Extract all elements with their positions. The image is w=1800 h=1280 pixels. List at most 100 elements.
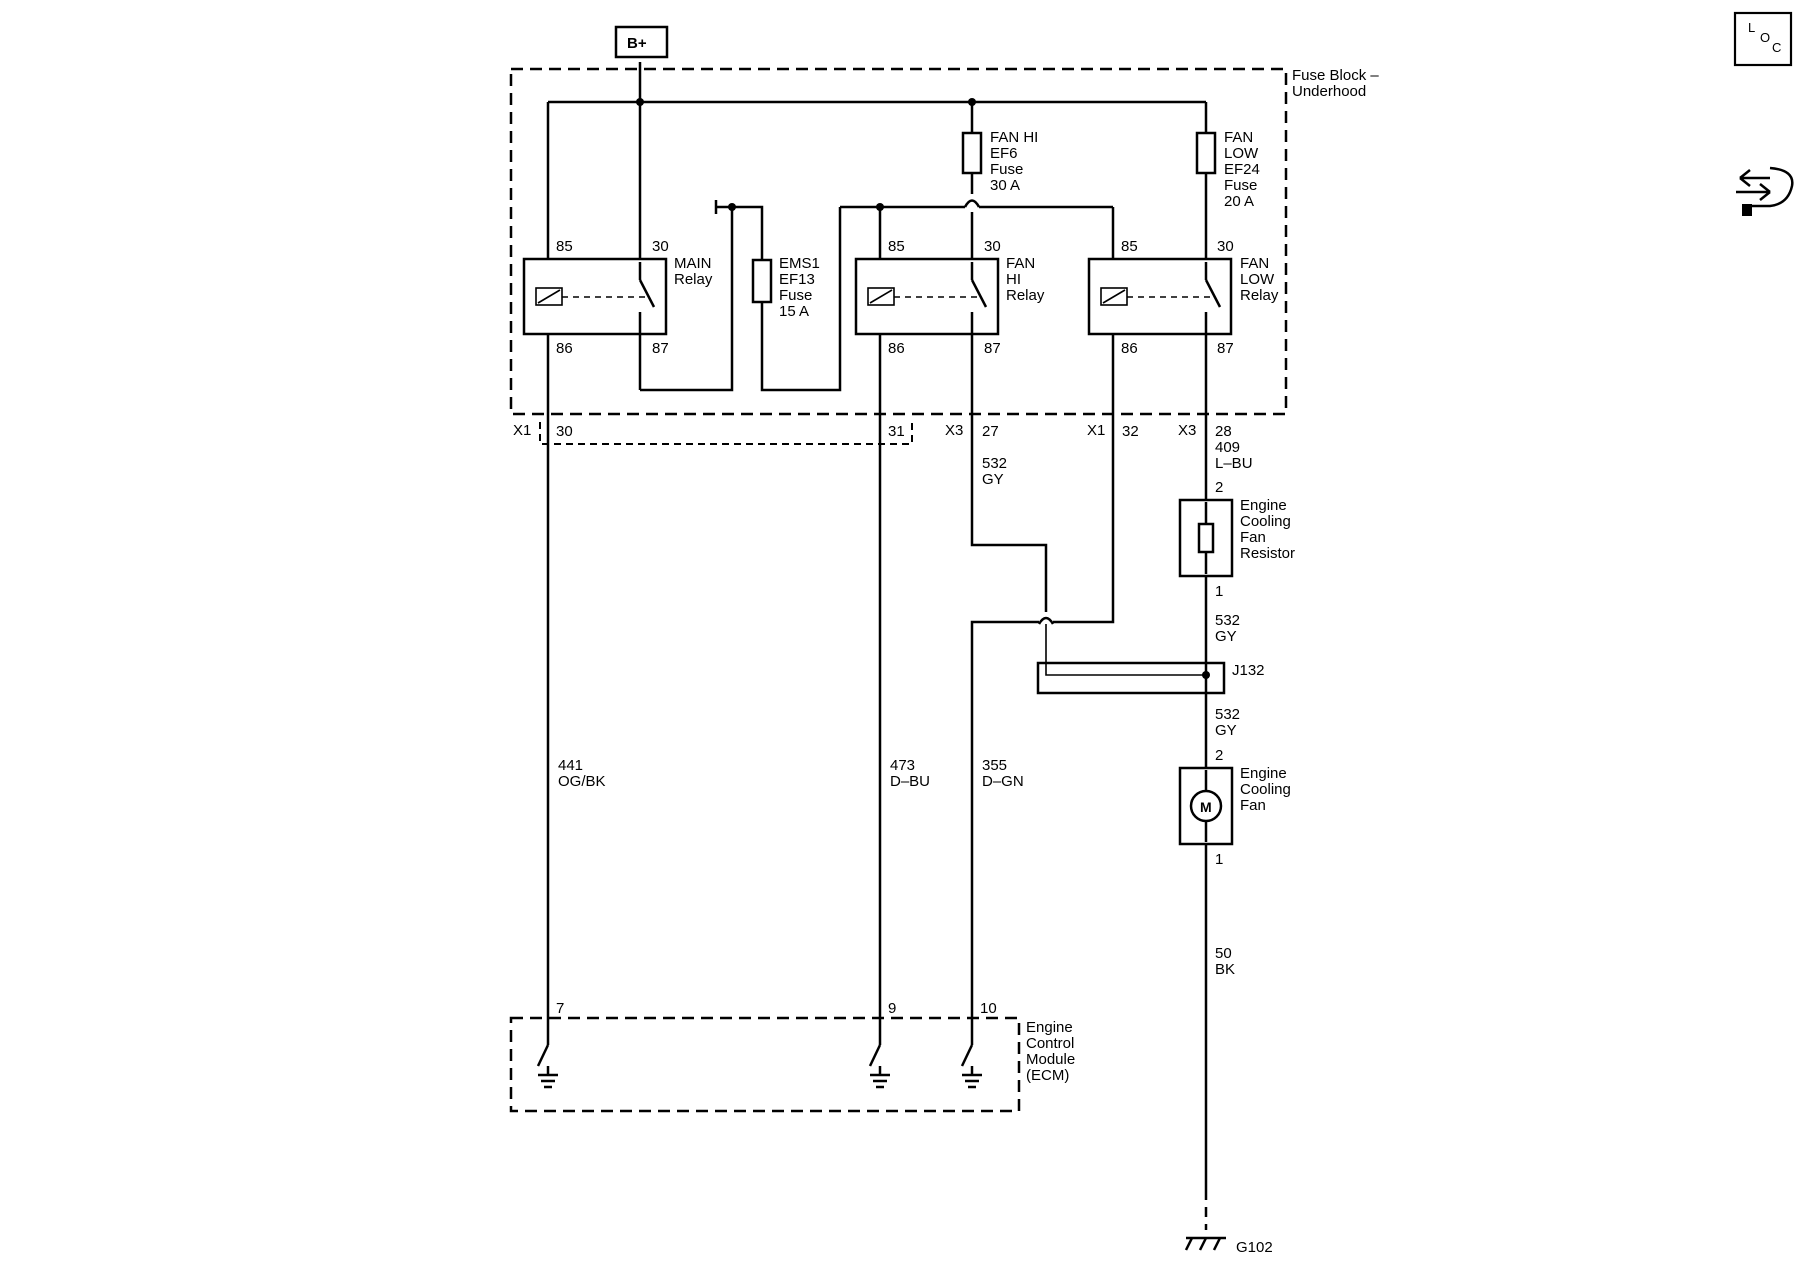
loc-letter-o: O [1760, 30, 1770, 45]
fan-low-coil-wire [1053, 334, 1115, 624]
j132-junction [1202, 671, 1210, 679]
wire-532-hi-color: GY [982, 471, 1004, 488]
fan-low-relay-pin87: 87 [1217, 340, 1234, 357]
motor-line1: Engine [1240, 765, 1287, 782]
ecm-line4: (ECM) [1026, 1067, 1069, 1084]
ecm-pin10: 10 [980, 1000, 997, 1017]
fan-hi-relay-pin30: 30 [984, 238, 1001, 255]
wire-50-color: BK [1215, 961, 1235, 978]
fan-low-fuse-line3: EF24 [1224, 161, 1260, 178]
resistor-line4: Resistor [1240, 545, 1295, 562]
wire-crossover-hop [963, 199, 981, 208]
splice-internal-wire [1045, 624, 1208, 676]
ecm-pin9: 9 [888, 1000, 896, 1017]
fan-hi-relay-pin85: 85 [888, 238, 905, 255]
wire-532-a-color: GY [1215, 628, 1237, 645]
fan-hi-relay-pin87: 87 [984, 340, 1001, 357]
fan-hi-relay-name-1: FAN [1006, 255, 1035, 272]
x3-b-label: X3 [1178, 422, 1196, 439]
ecm-pin7: 7 [556, 1000, 564, 1017]
resistor-pin-bottom: 1 [1215, 583, 1223, 600]
wire-532-b-color: GY [1215, 722, 1237, 739]
fan-hi-relay-name-2: HI [1006, 271, 1021, 288]
fan-low-relay-pin30: 30 [1217, 238, 1234, 255]
ground-label: G102 [1236, 1239, 1273, 1256]
resistor-line1: Engine [1240, 497, 1287, 514]
main-relay-pin30: 30 [652, 238, 669, 255]
motor-pin-bottom: 1 [1215, 851, 1223, 868]
x1-connector-outline [539, 422, 913, 445]
x3-a-label: X3 [945, 422, 963, 439]
ecm-outline[interactable] [509, 1016, 1021, 1113]
b-plus-label: B+ [627, 35, 647, 52]
fan-hi-fuse[interactable] [961, 131, 983, 175]
ems1-fuse-line1: EMS1 [779, 255, 820, 272]
x1-a-pin31: 31 [888, 423, 905, 440]
x3-a-pin27: 27 [982, 423, 999, 440]
loc-letter-c: C [1772, 40, 1781, 55]
fan-hi-relay-switch [970, 279, 988, 308]
wire-532-a-circuit: 532 [1215, 612, 1240, 629]
wire-50-circuit: 50 [1215, 945, 1232, 962]
fan-low-relay-pin85: 85 [1121, 238, 1138, 255]
motor-icon [1189, 789, 1223, 823]
main-relay-pin85: 85 [556, 238, 573, 255]
x1-b-label: X1 [1087, 422, 1105, 439]
fan-low-fuse[interactable] [1195, 131, 1217, 175]
x3-b-pin28: 28 [1215, 423, 1232, 440]
fuse-block-name-1: Fuse Block – [1292, 67, 1379, 84]
connector-arrows-icon[interactable] [1736, 166, 1794, 216]
ems1-fuse[interactable] [751, 258, 773, 304]
x1-a-label: X1 [513, 422, 531, 439]
motor-pin-top: 2 [1215, 747, 1223, 764]
ecm-line1: Engine [1026, 1019, 1073, 1036]
motor-line3: Fan [1240, 797, 1266, 814]
fuse-block-name-2: Underhood [1292, 83, 1366, 100]
fan-hi-fuse-line1: FAN HI [990, 129, 1038, 146]
fan-hi-fuse-line3: Fuse [990, 161, 1023, 178]
fan-hi-fuse-line4: 30 A [990, 177, 1020, 194]
fan-low-relay-name-3: Relay [1240, 287, 1279, 304]
resistor-line2: Cooling [1240, 513, 1291, 530]
j132-label: J132 [1232, 662, 1265, 679]
j132-splice[interactable] [1036, 661, 1226, 695]
main-relay-output-wire [640, 205, 734, 392]
loc-letter-l: L [1748, 20, 1755, 35]
fan-hi-relay-name-3: Relay [1006, 287, 1045, 304]
ems1-fuse-line3: Fuse [779, 287, 812, 304]
wire-441-color: OG/BK [558, 773, 606, 790]
fan-low-relay-name-2: LOW [1240, 271, 1275, 288]
wire-473-color: D–BU [890, 773, 930, 790]
wire-355-circuit: 355 [982, 757, 1007, 774]
main-relay-pin86: 86 [556, 340, 573, 357]
ecm-switch-9 [868, 1044, 890, 1089]
fan-hi-relay-pin86: 86 [888, 340, 905, 357]
wire-532-hi-circuit: 532 [982, 455, 1007, 472]
ems1-fuse-line2: EF13 [779, 271, 815, 288]
wire-473-circuit: 473 [890, 757, 915, 774]
x1-a-pin30: 30 [556, 423, 573, 440]
ecm-switch-10 [960, 1044, 982, 1089]
main-relay-name-2: Relay [674, 271, 713, 288]
ems1-fuse-line4: 15 A [779, 303, 809, 320]
b-plus-box[interactable] [614, 25, 669, 59]
main-relay-name-1: MAIN [674, 255, 712, 272]
fan-resistor-element [1197, 522, 1215, 554]
ecm-line3: Module [1026, 1051, 1075, 1068]
ecm-switch-7 [536, 1044, 558, 1089]
fan-low-relay-pin86: 86 [1121, 340, 1138, 357]
main-relay-pin87: 87 [652, 340, 669, 357]
x1-b-pin32: 32 [1122, 423, 1139, 440]
wire-409-color: L–BU [1215, 455, 1253, 472]
ecm-line2: Control [1026, 1035, 1074, 1052]
fan-hi-fuse-line2: EF6 [990, 145, 1018, 162]
location-view-icon[interactable]: L O C [1733, 11, 1793, 67]
wire-532-b-circuit: 532 [1215, 706, 1240, 723]
fan-low-fuse-line2: LOW [1224, 145, 1259, 162]
ground-symbol-icon [1184, 1236, 1226, 1251]
fan-low-fuse-line1: FAN [1224, 129, 1253, 146]
fan-low-relay-name-1: FAN [1240, 255, 1269, 272]
main-relay-switch [638, 279, 656, 308]
resistor-line3: Fan [1240, 529, 1266, 546]
